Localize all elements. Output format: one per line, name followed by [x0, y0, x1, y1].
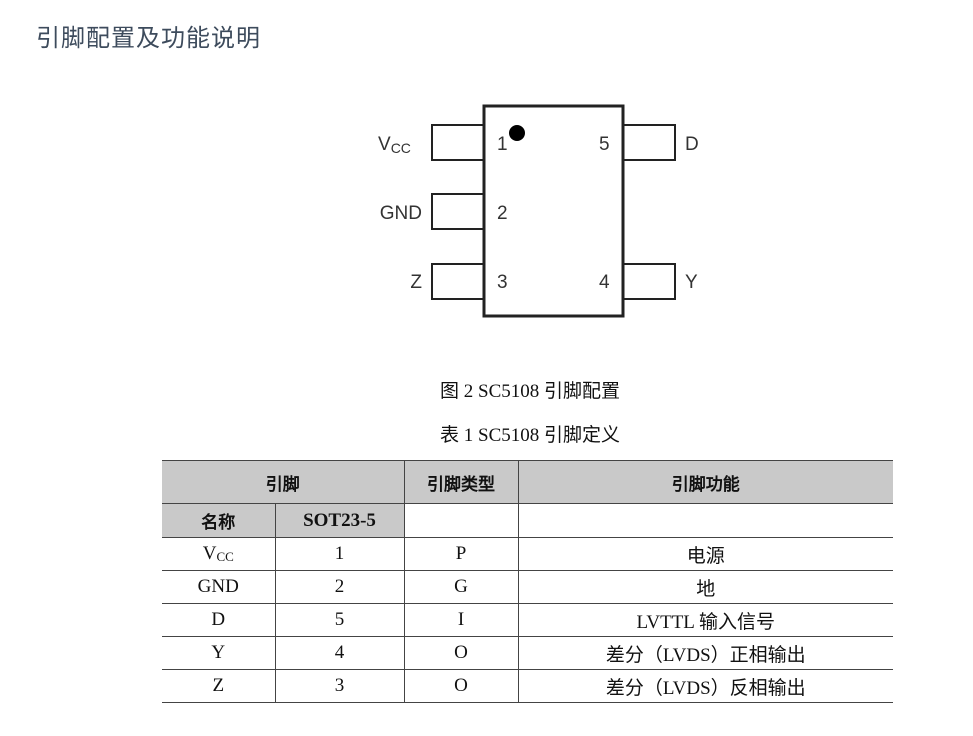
figure-caption: 图 2 SC5108 引脚配置	[440, 381, 620, 402]
subheader-name: 名称	[162, 503, 276, 538]
pin-label: D	[685, 134, 699, 155]
chip-body	[482, 104, 625, 318]
cell-name: Z	[162, 669, 276, 703]
table-subheader: 名称 SOT23-5	[162, 503, 893, 538]
pin-label: Y	[685, 272, 698, 293]
cell-num: 2	[274, 570, 405, 604]
pin-label: Z	[410, 272, 422, 293]
table-header: 引脚 引脚类型 引脚功能	[162, 460, 893, 504]
pin-label: VCC	[378, 134, 411, 156]
pin-3	[431, 263, 485, 300]
cell-num: 3	[274, 669, 405, 703]
pin-num: 4	[599, 272, 610, 293]
cell-func: 差分（LVDS）正相输出	[517, 636, 893, 670]
cell-type: O	[403, 636, 519, 670]
header-function: 引脚功能	[517, 460, 893, 504]
cell-name: VCC	[162, 537, 276, 571]
section-title: 引脚配置及功能说明	[36, 24, 261, 52]
pin-num: 2	[497, 203, 508, 224]
cell-name: Y	[162, 636, 276, 670]
pin-diagram: 1 2 3 5 4 VCC GND Z D Y	[378, 104, 699, 318]
pin-1	[431, 124, 485, 161]
pin-label: GND	[380, 203, 422, 224]
cell-num: 4	[274, 636, 405, 670]
cell-type: P	[403, 537, 519, 571]
cell-func: 差分（LVDS）反相输出	[517, 669, 893, 703]
cell-name: GND	[162, 570, 276, 604]
cell-func: LVTTL 输入信号	[517, 603, 893, 637]
pin-num: 1	[497, 134, 508, 155]
cell-func: 地	[517, 570, 893, 604]
cell-func: 电源	[517, 537, 893, 571]
pin1-marker	[509, 125, 525, 141]
cell-type: G	[403, 570, 519, 604]
subheader-package: SOT23-5	[274, 503, 405, 538]
cell-type: I	[403, 603, 519, 637]
pin-5	[622, 124, 676, 161]
header-pin: 引脚	[162, 460, 405, 504]
cell-num: 1	[274, 537, 405, 571]
cell-num: 5	[274, 603, 405, 637]
pin-2	[431, 193, 485, 230]
header-type: 引脚类型	[403, 460, 519, 504]
pin-num: 3	[497, 272, 508, 293]
pin-4	[622, 263, 676, 300]
table-caption: 表 1 SC5108 引脚定义	[440, 425, 620, 446]
pin-num: 5	[599, 134, 610, 155]
cell-type: O	[403, 669, 519, 703]
cell-name: D	[162, 603, 276, 637]
